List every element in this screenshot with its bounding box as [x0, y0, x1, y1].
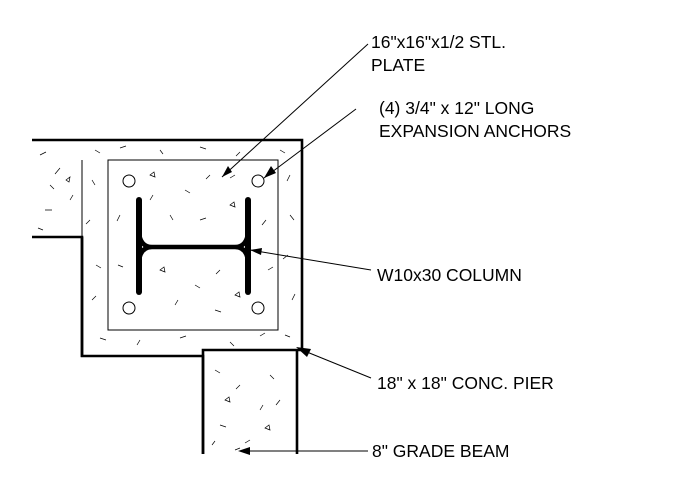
column-label: W10x30 COLUMN: [377, 265, 522, 285]
anchors-label-line1: (4) 3/4" x 12" LONG: [379, 98, 534, 118]
column-web: [136, 231, 251, 263]
leader-anchors-arrow: [264, 166, 276, 178]
leader-plate: [221, 43, 369, 178]
beam-label: 8" GRADE BEAM: [372, 441, 510, 461]
anchor-bolt-top-left: [122, 174, 136, 188]
concrete-hatch: [37, 145, 296, 451]
w-column-section: [136, 197, 251, 295]
leader-column: [249, 249, 372, 271]
leader-beam-arrow: [238, 447, 250, 455]
plate-label-line2: PLATE: [371, 55, 425, 75]
anchors-label-line2: EXPANSION ANCHORS: [379, 121, 571, 141]
anchor-bolt-bottom-left: [122, 301, 136, 315]
leader-anchors: [263, 108, 357, 179]
leader-plate-arrow: [222, 166, 232, 177]
leader-pier: [301, 349, 372, 379]
pier-label: 18" x 18" CONC. PIER: [377, 373, 554, 393]
grade-beam-left-stub-outline: [32, 235, 205, 454]
leader-pier-arrow: [296, 347, 311, 357]
leader-column-arrow: [250, 248, 262, 255]
plate-label-line1: 16"x16"x1/2 STL.: [371, 32, 506, 52]
anchor-bolt-top-right: [251, 174, 265, 188]
steel-base-plate: [107, 159, 279, 331]
anchor-bolt-bottom-right: [251, 301, 265, 315]
